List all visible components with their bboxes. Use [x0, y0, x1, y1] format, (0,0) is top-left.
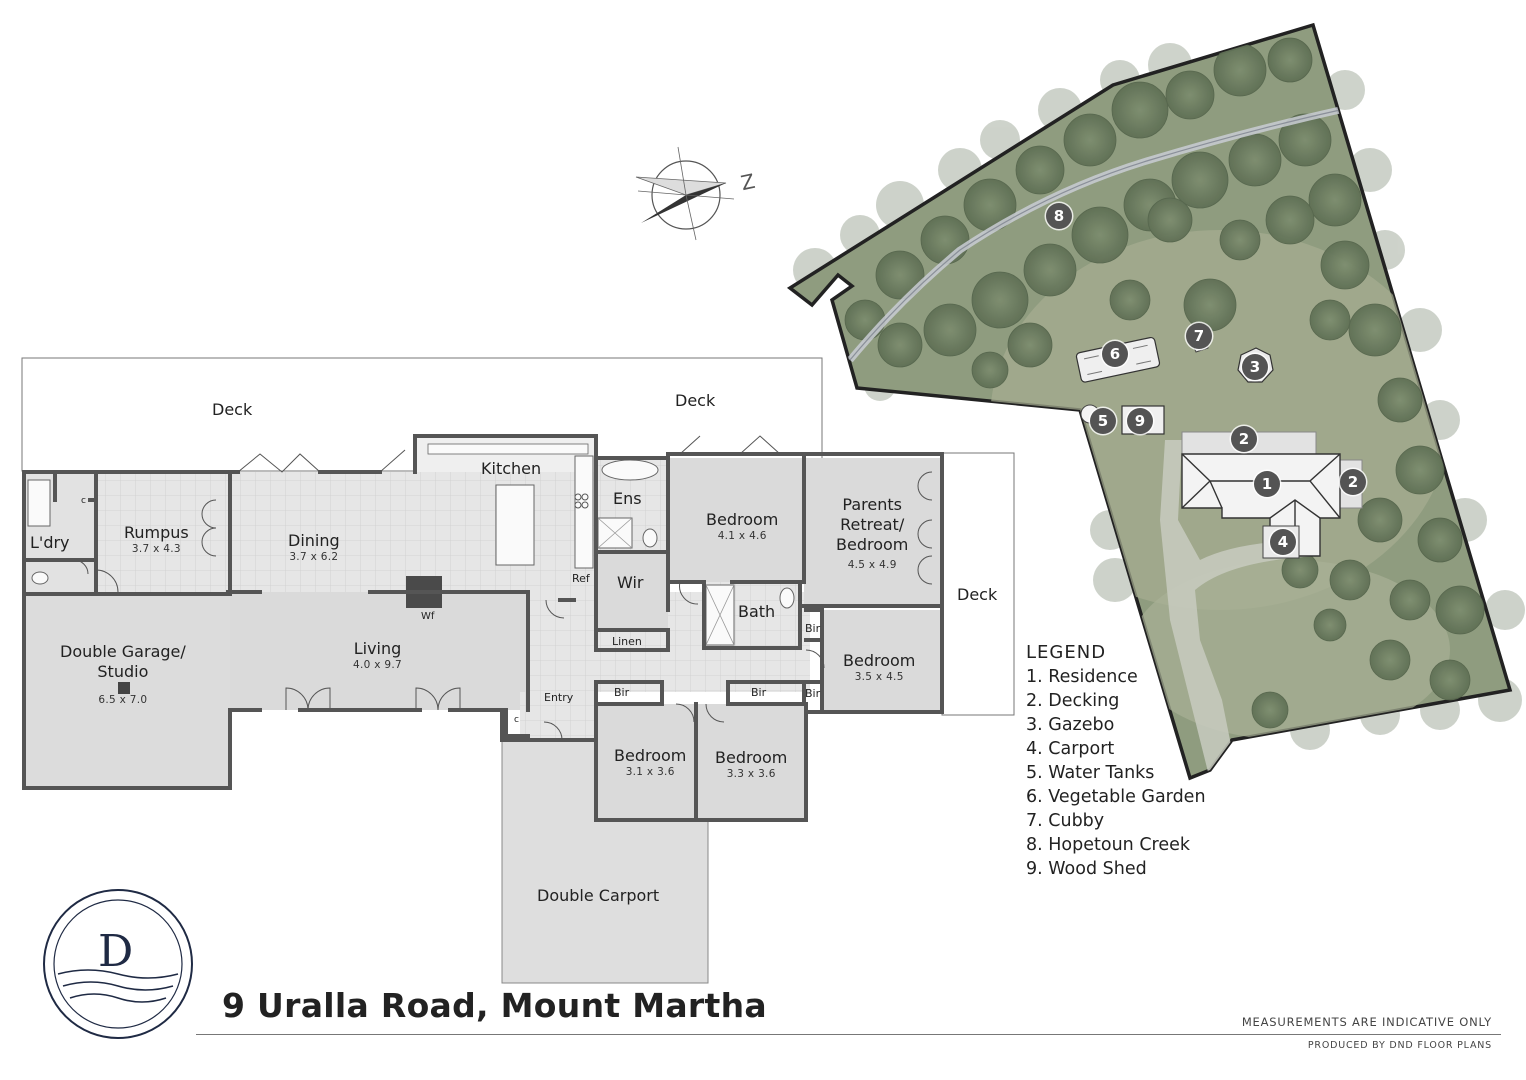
ensuite-label: Ens [613, 489, 642, 508]
cupboard-2-label: c [514, 715, 519, 725]
site-plan [786, 22, 1525, 781]
cupboard-1-label: c [81, 496, 86, 506]
dnd-logo [43, 889, 193, 1039]
site-marker-5: 5 [1090, 408, 1116, 434]
footer-divider [196, 1034, 1501, 1035]
deck-east-label: Deck [957, 585, 998, 604]
site-marker-4: 4 [1270, 529, 1296, 555]
measurement-disclaimer: MEASUREMENTS ARE INDICATIVE ONLY [1241, 1015, 1492, 1029]
bath-label: Bath [738, 602, 776, 621]
logo-letter: D [98, 926, 134, 977]
wir-label: Wir [617, 573, 644, 592]
legend-item: 2. Decking [1026, 691, 1120, 711]
floor-plan [21, 357, 1015, 984]
kitchen-label: Kitchen [481, 459, 542, 478]
double-carport-label: Double Carport [537, 886, 660, 905]
legend-item: 9. Wood Shed [1026, 859, 1147, 879]
entry-label: Entry [544, 691, 574, 704]
deck-north-right-label: Deck [675, 391, 716, 410]
bir-1-label: Bir [614, 686, 630, 699]
site-marker-3: 3 [1242, 354, 1268, 380]
site-marker-2a: 2 [1231, 426, 1257, 452]
legend-item: 3. Gazebo [1026, 715, 1115, 735]
site-marker-7: 7 [1186, 323, 1212, 349]
legend-item: 5. Water Tanks [1026, 763, 1155, 783]
site-marker-6: 6 [1102, 341, 1128, 367]
legend-title: LEGEND [1026, 642, 1107, 663]
legend-item: 7. Cubby [1026, 811, 1105, 831]
bir-3-label: Bir [805, 622, 821, 635]
site-marker-2b: 2 [1340, 469, 1366, 495]
legend-item: 6. Vegetable Garden [1026, 787, 1206, 807]
legend: LEGEND 1. Residence 2. Decking 3. Gazebo… [1026, 641, 1206, 881]
property-address: 9 Uralla Road, Mount Martha [222, 986, 767, 1025]
parents-retreat-label: Parents Retreat/ Bedroom 4.5 x 4.9 [836, 495, 909, 571]
producer-credit: PRODUCED BY DND FLOOR PLANS [1307, 1040, 1492, 1051]
wood-fire-label: Wf [421, 611, 435, 622]
legend-item: 8. Hopetoun Creek [1026, 835, 1191, 855]
linen-label: Linen [612, 635, 642, 648]
laundry-label: L'dry [30, 533, 70, 552]
legend-item: 1. Residence [1026, 667, 1138, 687]
legend-item: 4. Carport [1026, 739, 1115, 759]
bir-4-label: Bir [805, 687, 821, 700]
site-marker-1: 1 [1254, 471, 1280, 497]
site-marker-9: 9 [1127, 408, 1153, 434]
ref-label: Ref [572, 572, 590, 585]
garage-label: Double Garage/ Studio 6.5 x 7.0 [60, 642, 186, 706]
site-marker-8: 8 [1046, 203, 1072, 229]
bir-2-label: Bir [751, 686, 767, 699]
deck-north-label: Deck [212, 400, 253, 419]
north-compass [635, 146, 735, 241]
